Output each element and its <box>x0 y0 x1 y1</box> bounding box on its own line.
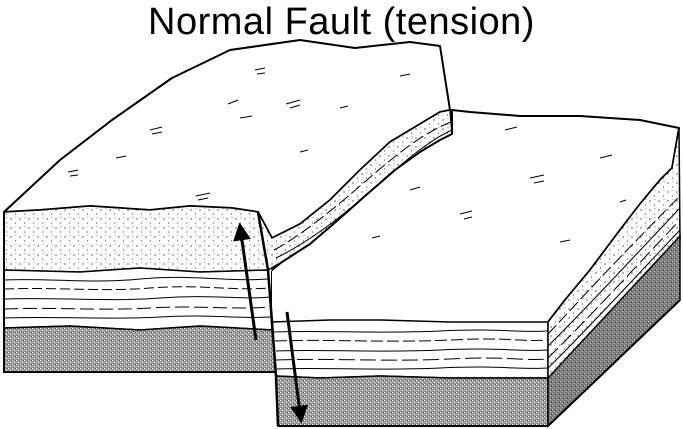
diagram-title: Normal Fault (tension) <box>148 1 535 43</box>
left-block-shale-bedding-lines <box>3 276 272 319</box>
right-block-bedrock-layer <box>275 375 549 427</box>
right-block-sandstone-layer <box>268 270 548 322</box>
right-side-bedding-lines <box>547 195 681 369</box>
fault-plane-line <box>256 211 280 427</box>
left-block-sandstone-layer <box>3 205 269 273</box>
left-block-bedrock-layer <box>3 325 277 373</box>
surface-texture-marks <box>67 67 627 243</box>
arrow-up-icon <box>233 222 258 341</box>
right-block-shale-bedding-lines <box>273 329 549 370</box>
arrow-down-icon <box>285 311 309 424</box>
